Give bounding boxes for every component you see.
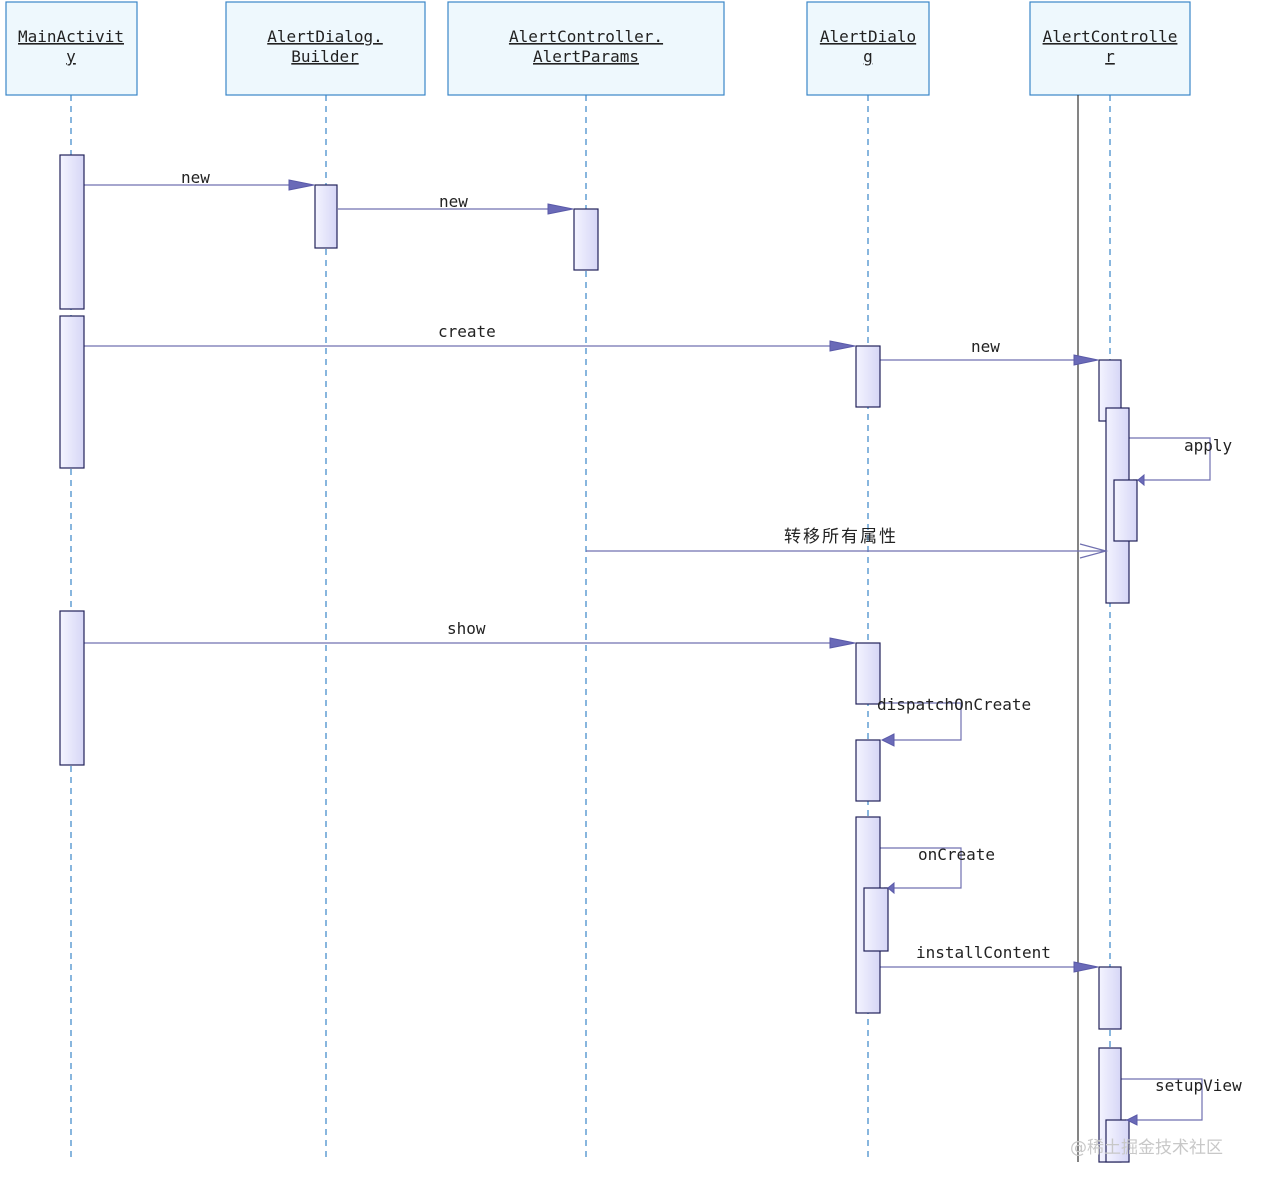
message-label-on-create: onCreate [918,845,995,864]
arrow-head-create [829,340,856,352]
arrow-head-on-create [887,881,895,895]
arrow-head-new-params [547,203,574,215]
arrow-head-transfer [1079,543,1109,559]
participant-alert-controller: AlertControlle r [1029,1,1191,96]
activation-controller-4 [1098,966,1122,1030]
message-label-dispatch-on-create: dispatchOnCreate [877,695,1031,714]
participant-label-line-2: Builder [291,47,359,66]
activation-dialog-5 [863,887,889,952]
message-line-on-create [880,847,962,889]
arrow-head-apply [1137,473,1145,487]
participant-alert-dialog-builder: AlertDialog. Builder [225,1,426,96]
message-label-setup-view: setupView [1155,1076,1242,1095]
participant-label-line-1: AlertDialo [820,27,916,46]
message-lines [84,184,1211,1121]
activation-main-1 [59,154,85,310]
arrow-head-setup-view [1125,1114,1138,1126]
message-label-new-builder: new [181,168,210,187]
message-line-setup-view [1121,1078,1203,1121]
arrow-head-new-controller [1073,354,1099,366]
participant-alert-dialog: AlertDialo g [806,1,930,96]
activation-dialog-2 [855,642,881,705]
activation-params [573,208,599,271]
message-label-create: create [438,322,496,341]
participant-main-activity: MainActivit y [5,1,138,96]
participant-label-line-2: AlertParams [533,47,639,66]
activation-builder [314,184,338,249]
participant-label-line-2: g [863,47,873,66]
activation-dialog-3 [855,739,881,802]
message-label-new-params: new [439,192,468,211]
participant-alert-params: AlertController. AlertParams [447,1,725,96]
message-label-transfer: 转移所有属性 [784,527,898,547]
participant-label-line-2: y [66,47,76,66]
activations [59,154,1138,1163]
arrow-head-show [829,637,856,649]
message-line-dispatch-on-create [880,702,962,741]
participant-label-line-1: AlertControlle [1043,27,1178,46]
watermark: @稀土掘金技术社区 [1070,1138,1223,1158]
activation-dialog-1 [855,345,881,408]
message-label-new-controller: new [971,337,1000,356]
arrow-head-dispatch-on-create [880,733,895,747]
participant-label-line-1: AlertController. [509,27,663,46]
activation-main-2 [59,315,85,469]
message-line-apply [1129,437,1211,481]
activation-controller-3 [1113,479,1138,542]
message-label-install-content: installContent [916,943,1051,962]
message-label-show: show [447,619,486,638]
participant-label-line-1: AlertDialog. [267,27,383,46]
message-labels: new new create new apply 转移所有属性 show dis… [181,168,1242,1095]
activation-controller-6 [1105,1119,1130,1163]
message-label-apply: apply [1184,436,1233,455]
participant-label-line-2: r [1105,47,1115,66]
arrow-head-install-content [1073,961,1099,973]
arrow-head-new-builder [288,179,315,191]
arrow-heads [288,179,1145,1126]
participant-label-line-1: MainActivit [18,27,124,46]
activation-main-3 [59,610,85,766]
